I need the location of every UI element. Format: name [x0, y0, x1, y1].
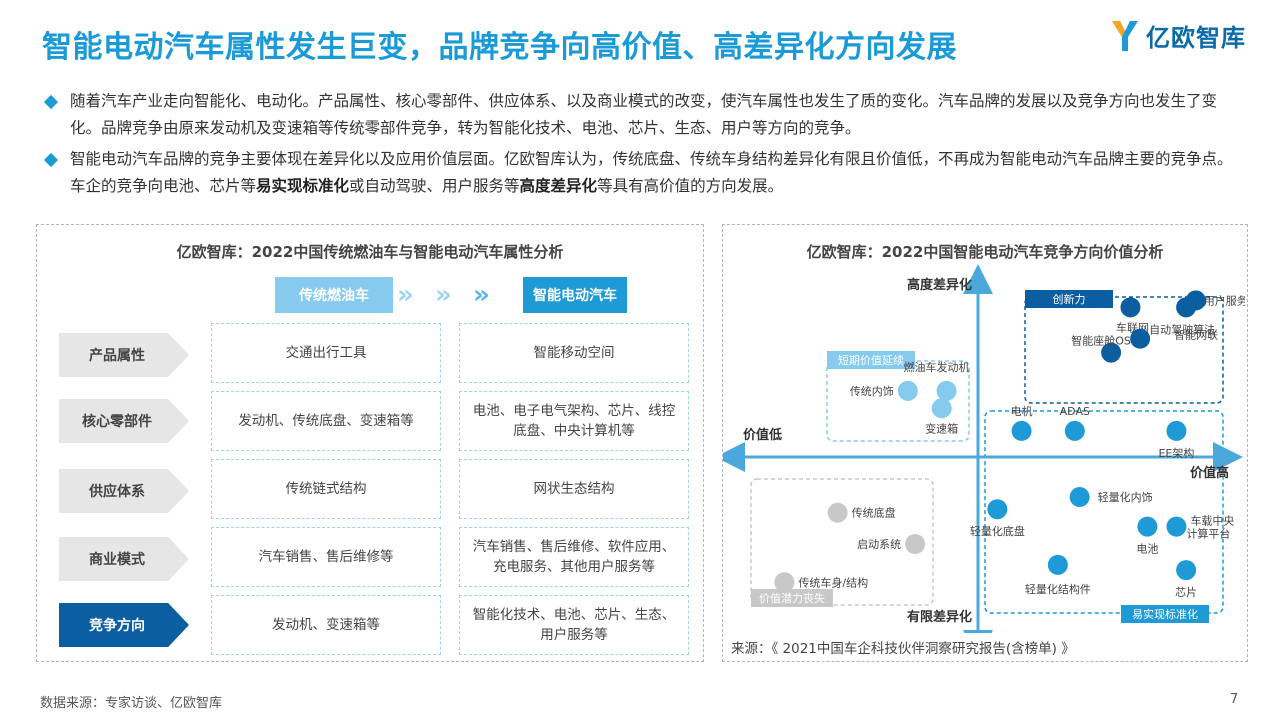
diamond-bullet-icon — [43, 152, 59, 168]
data-point — [1064, 420, 1085, 441]
cell-ev: 电池、电子电气架构、芯片、线控底盘、中央计算机等 — [459, 391, 689, 451]
point-label: ADAS — [1060, 405, 1090, 418]
data-point — [1166, 516, 1187, 537]
data-point — [1011, 420, 1032, 441]
data-point — [1069, 487, 1090, 508]
cell-ev: 网状生态结构 — [459, 459, 689, 519]
data-point — [1137, 516, 1158, 537]
cell-ice: 发动机、传统底盘、变速箱等 — [211, 391, 441, 451]
data-point — [1176, 297, 1197, 318]
data-point — [936, 380, 957, 401]
row-label: 产品属性 — [59, 333, 189, 377]
data-point — [1166, 420, 1187, 441]
bullet-item: 智能电动汽车品牌的竞争主要体现在差异化以及应用价值层面。亿欧智库认为，传统底盘、… — [43, 146, 1244, 200]
zone-tag-bg — [751, 589, 833, 607]
axis-label-low-diff: 有限差异化 — [907, 609, 972, 625]
cell-ev: 汽车销售、售后维修、软件应用、充电服务、其他用户服务等 — [459, 527, 689, 587]
row-label: 供应体系 — [59, 469, 189, 513]
logo-icon — [1112, 20, 1138, 51]
bullet-bold-standardization: 易实现标准化 — [256, 177, 350, 195]
point-label: 轻量化底盘 — [970, 524, 1025, 538]
axis-label-high-value: 价值高 — [1190, 465, 1229, 481]
bullet-text-pre: 智能电动汽车品牌的竞争主要体现在差异化以及应用价值层面。亿欧智库认为，传统底盘、… — [70, 150, 1233, 195]
row-label: 竞争方向 — [59, 603, 189, 647]
point-label: 自动驾驶算法 — [1149, 322, 1215, 336]
point-label: 轻量化结构件 — [1025, 582, 1091, 596]
attribute-comparison-panel: 亿欧智库：2022中国传统燃油车与智能电动汽车属性分析 传统燃油车 » » » … — [36, 224, 704, 662]
data-point — [1047, 554, 1068, 575]
point-label: 变速箱 — [925, 421, 958, 435]
cell-ice: 交通出行工具 — [211, 323, 441, 383]
bullet-list: 随着汽车产业走向智能化、电动化。产品属性、核心零部件、供应体系、以及商业模式的改… — [43, 88, 1244, 204]
logo: 亿欧智库 — [1110, 18, 1246, 53]
zone-tag-label: 易实现标准化 — [1132, 607, 1198, 621]
zone-tag-label: 价值潜力丧失 — [759, 591, 825, 605]
left-panel-title: 亿欧智库：2022中国传统燃油车与智能电动汽车属性分析 — [176, 243, 564, 261]
zone-tag-label: 短期价值延续 — [838, 353, 904, 367]
chevron-right-icon: » — [473, 280, 490, 310]
row-label: 核心零部件 — [59, 399, 189, 443]
point-label: 芯片 — [1175, 585, 1197, 599]
row-label: 商业模式 — [59, 537, 189, 581]
data-point — [987, 499, 1008, 520]
col-head-ev: 智能电动汽车 — [523, 277, 627, 313]
point-label: 轻量化内饰 — [1098, 490, 1153, 504]
cell-ice: 传统链式结构 — [211, 459, 441, 519]
axis-label-low-value: 价值低 — [743, 427, 782, 443]
zone-tag-bg — [827, 351, 915, 369]
zone-tag-bg — [1121, 605, 1209, 623]
data-point — [827, 502, 848, 523]
chevron-right-icon: » — [397, 280, 414, 310]
point-label: 计算平台 — [1186, 527, 1230, 541]
bullet-text-post: 等具有高价值的方向发展。 — [597, 177, 784, 195]
data-point — [897, 380, 918, 401]
data-point — [1176, 560, 1197, 581]
zone-tag-bg — [1025, 290, 1113, 308]
point-label: 用户服务 — [1204, 293, 1245, 307]
chart-source: 来源：《 2021中国车企科技伙伴洞察研究报告(含榜单) 》 — [731, 641, 1075, 657]
data-point — [931, 398, 952, 419]
data-point — [1120, 297, 1141, 318]
point-label: 传统内饰 — [850, 384, 894, 398]
zone-tag-label: 创新力 — [1053, 292, 1086, 306]
right-panel-title: 亿欧智库：2022中国智能电动汽车竞争方向价值分析 — [806, 243, 1164, 261]
diamond-bullet-icon — [43, 94, 59, 110]
point-label: 电池 — [1136, 543, 1158, 556]
axis-label-high-diff: 高度差异化 — [907, 277, 972, 293]
cell-ice: 发动机、变速箱等 — [211, 595, 441, 655]
cell-ev: 智能化技术、电池、芯片、生态、用户服务等 — [459, 595, 689, 655]
point-label: 燃油车发动机 — [904, 360, 970, 374]
point-label: 智能网联 — [1174, 328, 1218, 342]
data-point — [1130, 328, 1151, 349]
page-number: 7 — [1230, 692, 1239, 707]
zone-outline — [750, 478, 934, 606]
point-label: 智能座舱OS — [1071, 334, 1131, 348]
footer-source: 数据来源：专家访谈、亿欧智库 — [40, 696, 223, 711]
point-label: 传统车身/结构 — [798, 575, 868, 589]
point-label: 电机 — [1011, 404, 1033, 418]
data-point — [1101, 342, 1122, 363]
page-title: 智能电动汽车属性发生巨变，品牌竞争向高价值、高差异化方向发展 — [42, 30, 957, 65]
cell-ev: 智能移动空间 — [459, 323, 689, 383]
bullet-item: 随着汽车产业走向智能化、电动化。产品属性、核心零部件、供应体系、以及商业模式的改… — [43, 88, 1244, 142]
zone-outline — [1024, 296, 1224, 404]
zone-outline — [984, 410, 1224, 614]
value-analysis-panel: 亿欧智库：2022中国智能电动汽车竞争方向价值分析 创新力短期价值延续价值潜力丧… — [722, 224, 1248, 662]
data-point — [774, 572, 795, 593]
point-label: 车载中央 — [1190, 514, 1234, 528]
bullet-text-mid: 或自动驾驶、用户服务等 — [349, 177, 520, 195]
point-label: 启动系统 — [857, 538, 901, 551]
point-label: 传统底盘 — [852, 506, 896, 520]
data-point — [905, 534, 926, 554]
col-head-ice: 传统燃油车 — [275, 277, 393, 313]
cell-ice: 汽车销售、售后维修等 — [211, 527, 441, 587]
logo-text: 亿欧智库 — [1146, 24, 1246, 52]
chevron-right-icon: » — [435, 280, 452, 310]
bullet-bold-differentiation: 高度差异化 — [519, 177, 598, 195]
point-label: EE架构 — [1158, 446, 1194, 460]
bullet-text: 随着汽车产业走向智能化、电动化。产品属性、核心零部件、供应体系、以及商业模式的改… — [70, 92, 1218, 137]
